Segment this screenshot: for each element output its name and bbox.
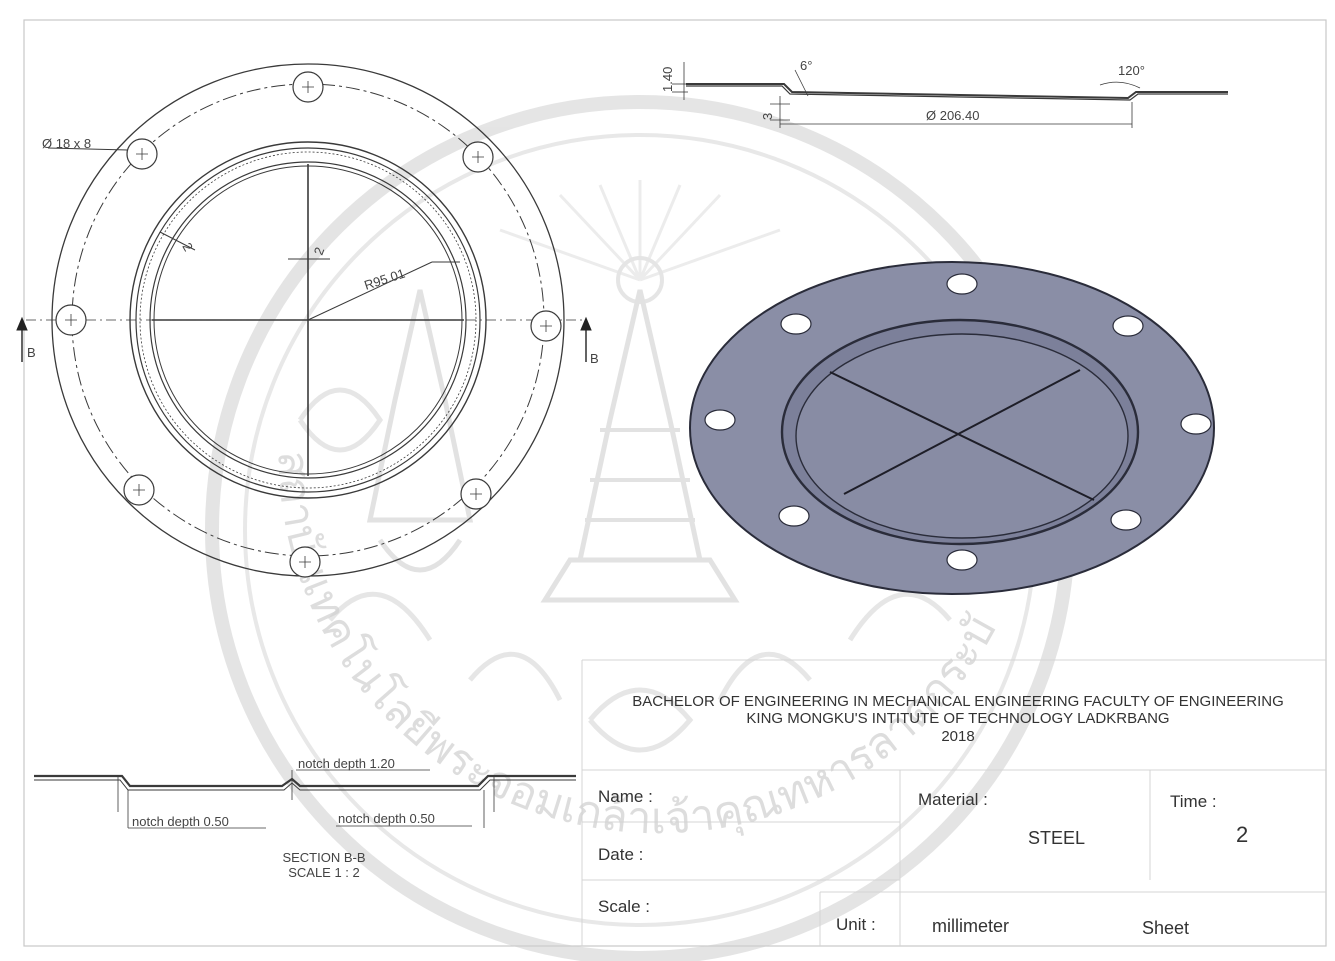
sheet-border [23, 19, 1327, 947]
side-view [672, 62, 1228, 128]
plate-hole [1110, 509, 1142, 531]
plate-hole [704, 409, 736, 431]
date-label: Date : [598, 845, 643, 864]
plate-hole [778, 505, 810, 527]
notch-depth-right: notch depth 0.50 [338, 811, 435, 826]
hole-callout: Ø 18 x 8 [42, 136, 91, 151]
notch-angle-dim: 6° [800, 58, 812, 73]
scale-label: Scale : [598, 897, 650, 916]
step-dim: 3 [760, 113, 775, 120]
unit-label: Unit : [836, 915, 876, 934]
material-value: STEEL [1028, 828, 1085, 848]
sheet-label: Sheet [1142, 918, 1189, 938]
plate-hole [1180, 413, 1212, 435]
time-label: Time : [1170, 792, 1217, 811]
section-scale: SCALE 1 : 2 [288, 865, 360, 880]
plate-hole [946, 549, 978, 571]
section-mark-left: B [27, 345, 36, 360]
notch-depth-left: notch depth 0.50 [132, 814, 229, 829]
title-line-1: BACHELOR OF ENGINEERING IN MECHANICAL EN… [632, 693, 1284, 710]
diameter-dim: Ø 206.40 [926, 108, 980, 123]
wall-dim-left: 2 [179, 240, 196, 254]
section-mark-right: B [590, 351, 599, 366]
wall-dim-center: 2 [311, 245, 328, 257]
hole-centermarks [65, 81, 552, 568]
time-value: 2 [1236, 822, 1248, 847]
name-label: Name : [598, 787, 653, 806]
radius-dim: R95.01 [362, 266, 407, 293]
title-block-grid [581, 659, 1326, 946]
unit-value: millimeter [932, 916, 1009, 936]
thickness-dim: 1.40 [660, 67, 675, 92]
material-label: Material : [918, 790, 988, 809]
section-arrows [16, 316, 592, 362]
plate-hole [1112, 315, 1144, 337]
section-view [34, 769, 576, 829]
plate-hole [780, 313, 812, 335]
notch-depth-center: notch depth 1.20 [298, 756, 395, 771]
plate-hole [946, 273, 978, 295]
section-title: SECTION B-B [282, 850, 365, 865]
isometric-plate [689, 261, 1215, 595]
title-line-2: KING MONGKU'S INTITUTE OF TECHNOLOGY LAD… [746, 710, 1169, 727]
title-year: 2018 [941, 728, 974, 745]
flange-angle-dim: 120° [1118, 63, 1145, 78]
